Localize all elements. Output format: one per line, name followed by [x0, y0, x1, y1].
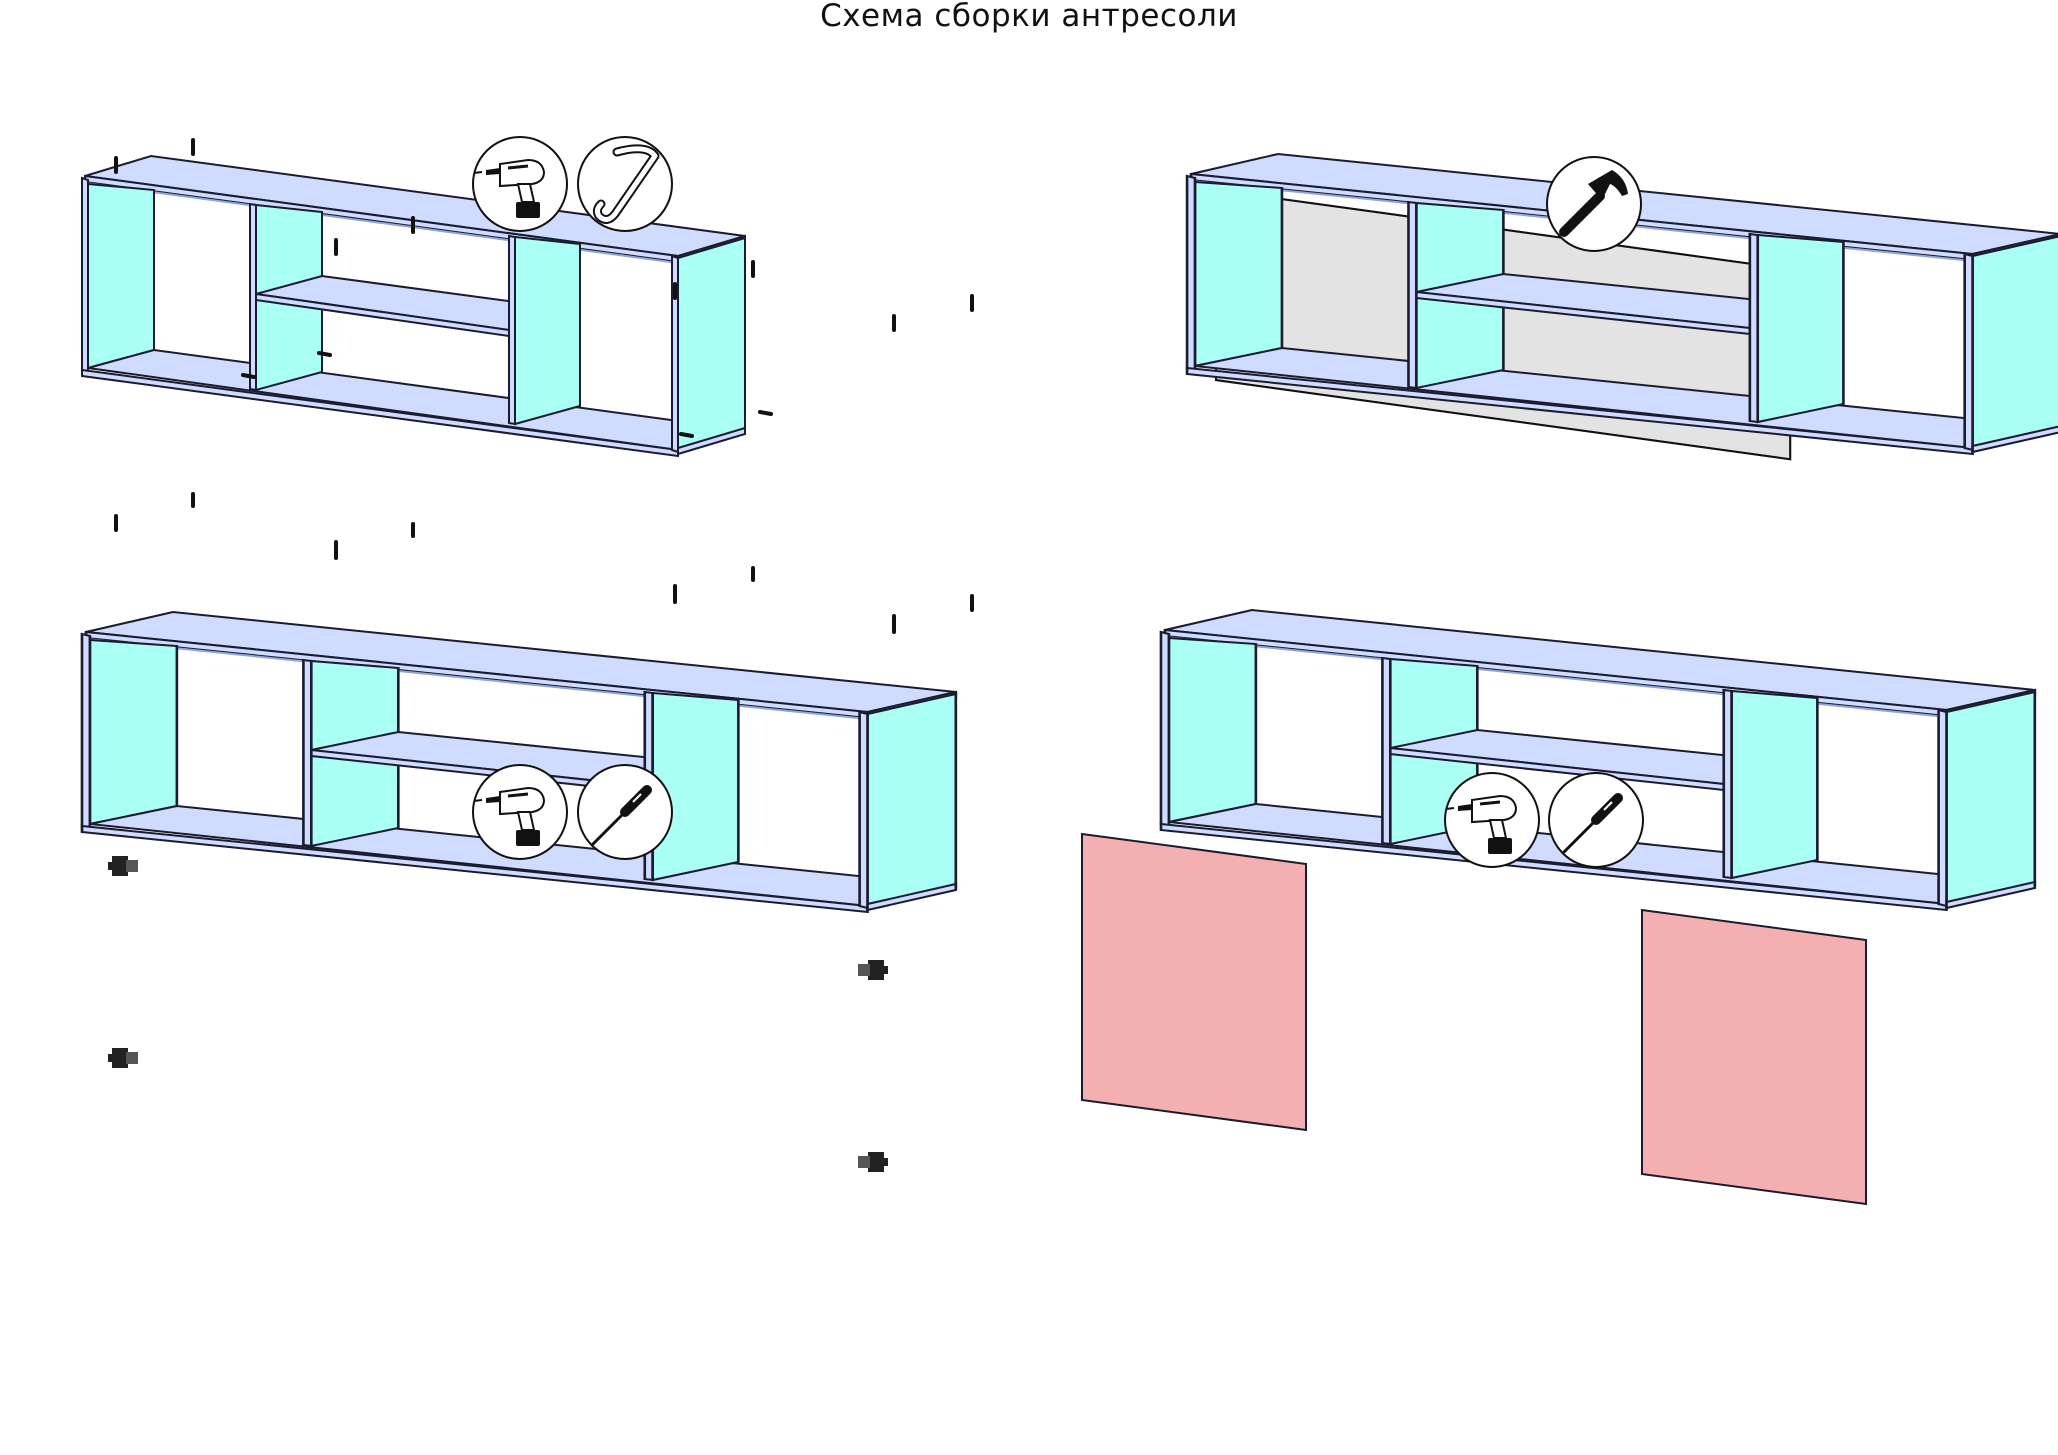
screwdriver-icon: [1549, 773, 1643, 867]
hinge-bottom-left: [108, 1048, 138, 1068]
step-1-fasteners: [114, 138, 974, 634]
hinge-top-left: [108, 856, 138, 876]
screwdriver-icon: [578, 765, 672, 859]
hinge-top-right: [858, 960, 888, 980]
step-1-frame-assembly: [81, 135, 974, 634]
left-door: [1081, 832, 1307, 1132]
step-2-back-panel: [1185, 154, 2058, 461]
drill-icon: [471, 135, 569, 233]
step-4-doors: [1081, 608, 2037, 1206]
right-door: [1641, 908, 1867, 1206]
step-3-hinges: [80, 610, 958, 1172]
allen-key-icon: [578, 137, 672, 231]
hinge-bottom-right: [858, 1152, 888, 1172]
drill-icon: [471, 763, 569, 861]
drill-icon: [1443, 771, 1541, 869]
page-title: Схема сборки антресоли: [820, 0, 1238, 34]
hammer-icon: [1547, 157, 1641, 251]
